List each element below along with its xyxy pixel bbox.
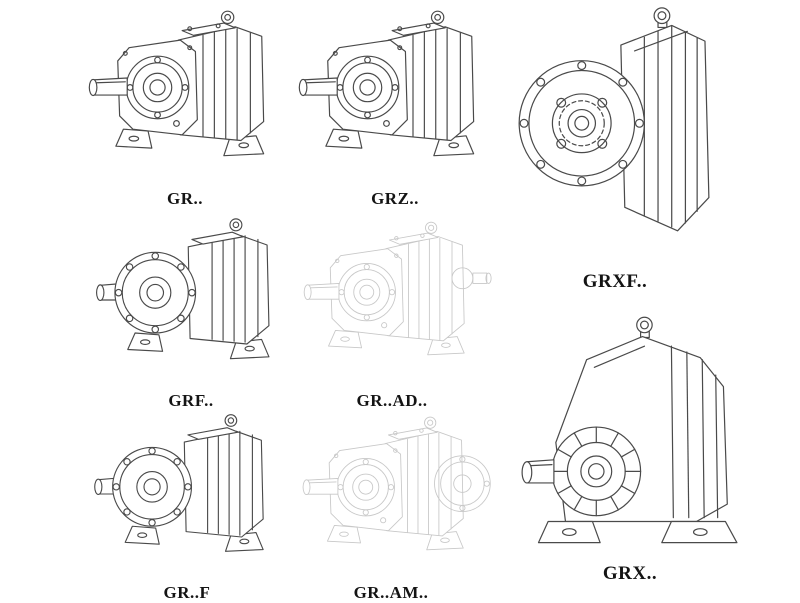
gearbox-model-label-grz: GRZ.. [371, 189, 419, 208]
gearbox-model-label-grfoot: GR..F [163, 583, 211, 602]
gearbox-drawing-grxf-icon [496, 2, 734, 268]
product-figure-gram: GR..AM.. [290, 410, 492, 603]
product-figure-grad: GR..AD.. [292, 212, 492, 411]
product-figure-grf: GRF.. [88, 212, 294, 411]
gearbox-drawing-grx-icon [498, 298, 762, 560]
gearbox-drawing-gr-icon [83, 6, 287, 186]
gearbox-model-label-grad: GR..AD.. [356, 391, 428, 410]
gearbox-drawing-grz-icon [295, 6, 495, 186]
gearbox-drawing-gram-icon [290, 410, 491, 580]
gearbox-model-label-grf: GRF.. [168, 391, 214, 410]
gearbox-model-label-grx: GRX.. [602, 563, 658, 584]
gearbox-model-label-grxf: GRXF.. [582, 271, 648, 292]
product-figure-grxf: GRXF.. [496, 2, 734, 293]
product-figure-gr: GR.. [83, 6, 287, 209]
product-figure-grx: GRX.. [498, 298, 762, 585]
gearbox-model-label-gram: GR..AM.. [353, 583, 429, 602]
product-figure-grz: GRZ.. [295, 6, 495, 209]
gearbox-drawing-grfoot-icon [84, 408, 290, 580]
gearbox-drawing-grf-icon [88, 212, 294, 388]
product-figure-grfoot: GR..F [84, 408, 290, 603]
gearbox-drawing-grad-icon [292, 212, 492, 388]
gearbox-model-label-gr: GR.. [167, 189, 203, 208]
